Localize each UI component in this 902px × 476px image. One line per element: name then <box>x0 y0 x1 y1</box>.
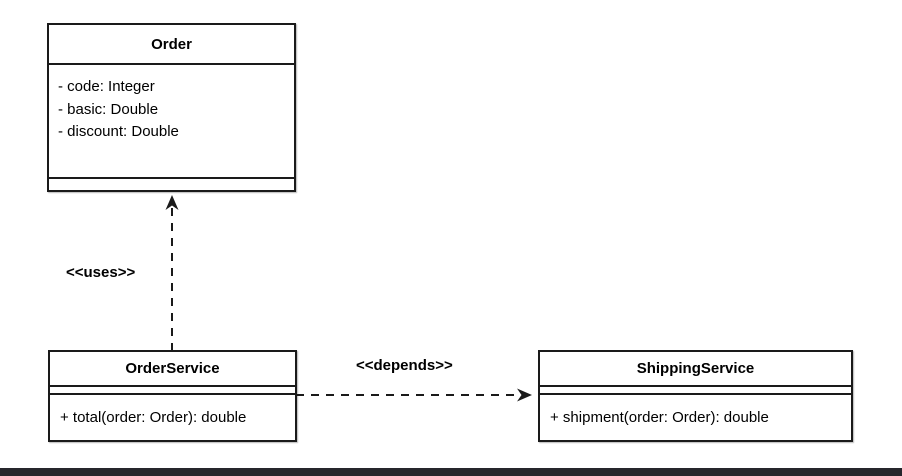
uses-edge-label: <<uses>> <box>66 264 136 281</box>
arrowhead-up-icon <box>165 195 179 210</box>
class-box-shipping-service: ShippingService + shipment(order: Order)… <box>538 350 853 442</box>
class-attributes-order-service-empty <box>50 385 295 393</box>
class-methods-shipping-service: + shipment(order: Order): double <box>540 393 851 440</box>
class-methods-order-service: + total(order: Order): double <box>50 393 295 440</box>
class-attributes-order: - code: Integer - basic: Double - discou… <box>49 63 294 177</box>
attribute-row: - basic: Double <box>58 100 159 118</box>
depends-dependency-arrow <box>296 388 532 402</box>
class-box-order-service: OrderService + total(order: Order): doub… <box>48 350 297 442</box>
bottom-edge-bar <box>0 468 902 476</box>
class-title-order: Order <box>151 35 192 53</box>
class-box-order: Order - code: Integer - basic: Double - … <box>47 23 296 192</box>
attribute-row: - code: Integer <box>58 78 155 95</box>
arrowhead-right-icon <box>517 388 532 402</box>
depends-edge-label: <<depends>> <box>356 357 453 374</box>
uses-dependency-arrow <box>165 195 179 352</box>
class-attributes-shipping-service-empty <box>540 385 851 393</box>
class-methods-order-empty <box>49 177 294 190</box>
class-title-shipping-service: ShippingService <box>636 360 755 377</box>
attribute-row: - discount: Double <box>58 123 179 140</box>
method-row: + total(order: Order): double <box>60 409 247 426</box>
method-row: + shipment(order: Order): double <box>550 409 769 426</box>
class-title-order-service: OrderService <box>125 360 220 377</box>
